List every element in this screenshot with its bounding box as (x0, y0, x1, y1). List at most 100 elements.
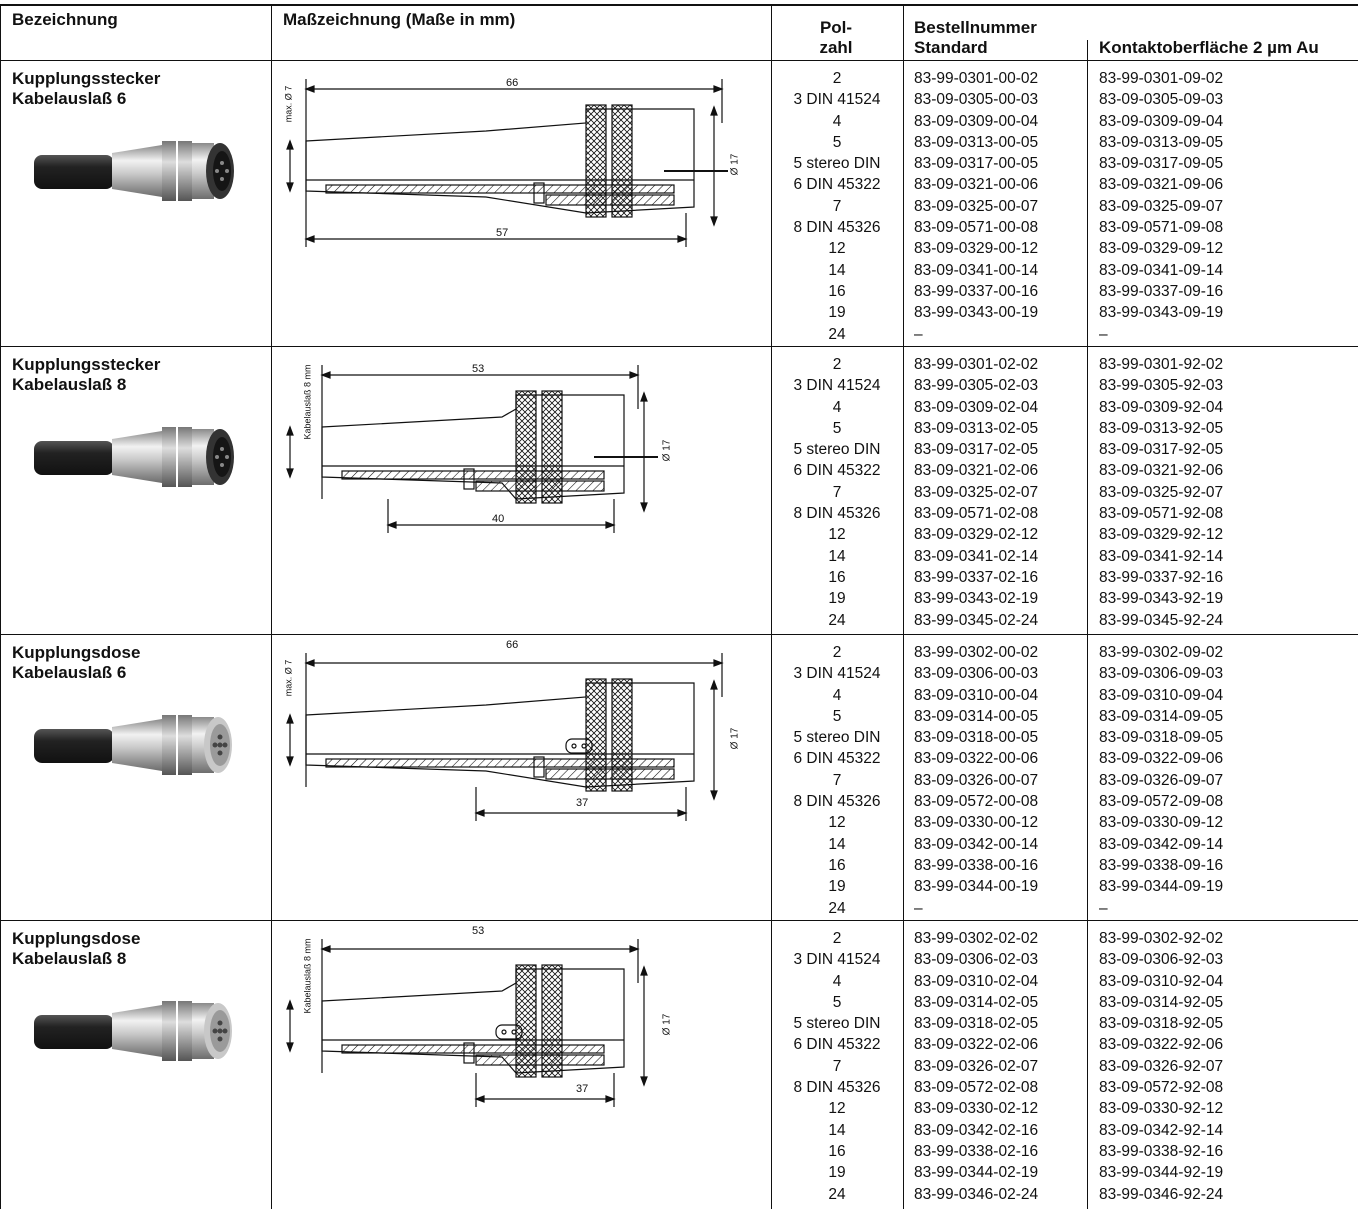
gold-cell: 83-99-0344-09-19 (1099, 878, 1224, 896)
column-divider (1087, 40, 1088, 1209)
gold-cell: 83-09-0325-92-07 (1099, 483, 1224, 501)
table-top-border (0, 4, 1358, 6)
gold-cell: 83-99-0337-09-16 (1099, 282, 1224, 300)
standard-cell: 83-09-0306-00-03 (914, 665, 1039, 683)
pol-cell: 4 (832, 112, 842, 130)
pol-cell: 5 (832, 707, 842, 725)
pol-cell: 8 DIN 45326 (793, 219, 881, 237)
product-photo (32, 131, 264, 216)
pol-cell: 14 (828, 835, 846, 853)
pol-cell: 12 (828, 526, 846, 544)
standard-cell: 83-09-0309-00-04 (914, 112, 1039, 130)
gold-cell: 83-09-0341-92-14 (1099, 547, 1224, 565)
gold-cell: 83-09-0322-92-06 (1099, 1036, 1224, 1054)
pol-cell: 6 DIN 45322 (793, 750, 881, 768)
dimension-diameter: Ø 17 (661, 439, 673, 462)
pol-cell: 4 (832, 686, 842, 704)
pol-cell: 19 (828, 304, 846, 322)
header-standard: Standard (914, 38, 988, 57)
gold-cell: 83-09-0572-09-08 (1099, 793, 1224, 811)
gold-cell: 83-99-0345-92-24 (1099, 611, 1224, 629)
gold-cell: 83-09-0310-92-04 (1099, 972, 1224, 990)
column-divider (903, 4, 904, 1209)
standard-cell: 83-09-0341-00-14 (914, 261, 1039, 279)
pol-cell: 8 DIN 45326 (793, 505, 881, 523)
product-subtitle: Kabelauslaß 8 (12, 949, 127, 968)
product-subtitle: Kabelauslaß 6 (12, 89, 127, 108)
pol-cell: 14 (828, 261, 846, 279)
table-left-border (0, 4, 1, 1209)
gold-cell: 83-99-0302-92-02 (1099, 930, 1224, 947)
pol-cell: 16 (828, 282, 846, 300)
standard-cell: – (914, 325, 923, 343)
standard-cell: 83-09-0318-02-05 (914, 1015, 1039, 1033)
dimension-bottom: 37 (576, 797, 589, 809)
pol-cell: 7 (832, 1057, 842, 1075)
row-divider (0, 634, 1358, 635)
standard-cell: 83-09-0318-00-05 (914, 729, 1039, 747)
gold-cell: 83-09-0571-92-08 (1099, 505, 1224, 523)
pol-cell: 5 (832, 419, 842, 437)
gold-cell: 83-09-0571-09-08 (1099, 219, 1224, 237)
pol-cell: 24 (828, 611, 846, 629)
gold-cell: 83-09-0317-09-05 (1099, 155, 1224, 173)
standard-cell: 83-09-0342-00-14 (914, 835, 1039, 853)
gold-cell: 83-09-0309-09-04 (1099, 112, 1224, 130)
gold-cell: 83-09-0342-09-14 (1099, 835, 1224, 853)
column-divider (271, 4, 272, 1209)
gold-cell: 83-09-0329-92-12 (1099, 526, 1224, 544)
standard-cell: 83-09-0571-00-08 (914, 219, 1039, 237)
pol-cell: 6 DIN 45322 (793, 1036, 881, 1054)
header-kontakt: Kontaktoberfläche 2 µm Au (1099, 38, 1319, 57)
gold-cell: 83-09-0342-92-14 (1099, 1121, 1224, 1139)
pol-cell: 16 (828, 568, 846, 586)
standard-cell: 83-09-0572-02-08 (914, 1079, 1039, 1097)
standard-cell: 83-09-0572-00-08 (914, 793, 1039, 811)
standard-cell: 83-09-0313-00-05 (914, 133, 1039, 151)
header-bottom-border (0, 60, 1358, 61)
gold-cell: 83-09-0322-09-06 (1099, 750, 1224, 768)
standard-cell: 83-09-0310-00-04 (914, 686, 1039, 704)
dimension-diameter: Ø 17 (729, 727, 741, 750)
pol-cell: 4 (832, 398, 842, 416)
row-divider (0, 920, 1358, 921)
standard-cell: 83-09-0329-02-12 (914, 526, 1039, 544)
standard-cell: 83-09-0314-02-05 (914, 993, 1039, 1011)
pol-cell: 5 stereo DIN (793, 1015, 881, 1033)
gold-cell: 83-09-0318-92-05 (1099, 1015, 1224, 1033)
product-photo (32, 417, 264, 502)
standard-cell: 83-99-0302-02-02 (914, 930, 1039, 947)
gold-cell: 83-99-0301-92-02 (1099, 356, 1224, 373)
pol-cell: 12 (828, 1100, 846, 1118)
gold-cell: 83-09-0326-92-07 (1099, 1057, 1224, 1075)
pol-cell: 5 (832, 133, 842, 151)
dimension-diameter: Ø 17 (729, 153, 741, 176)
standard-cell: 83-09-0326-02-07 (914, 1057, 1039, 1075)
pol-cell: 5 (832, 993, 842, 1011)
product-title: Kupplungsdose (12, 643, 141, 662)
gold-cell: 83-99-0343-92-19 (1099, 590, 1224, 608)
dimension-side: max. Ø 7 (283, 85, 294, 123)
standard-cell: 83-99-0344-02-19 (914, 1164, 1039, 1182)
standard-cell: 83-09-0309-02-04 (914, 398, 1039, 416)
product-subtitle: Kabelauslaß 8 (12, 375, 127, 394)
gold-cell: 83-99-0346-92-24 (1099, 1185, 1224, 1203)
pol-cell: 24 (828, 325, 846, 343)
dimension-side: max. Ø 7 (283, 659, 294, 697)
product-subtitle: Kabelauslaß 6 (12, 663, 127, 682)
standard-cell: 83-99-0338-00-16 (914, 856, 1039, 874)
gold-cell: 83-09-0305-09-03 (1099, 91, 1224, 109)
gold-cell: – (1099, 325, 1108, 343)
dimension-top: 66 (506, 77, 519, 89)
standard-cell: 83-99-0305-02-03 (914, 377, 1039, 395)
pol-cell: 6 DIN 45322 (793, 462, 881, 480)
